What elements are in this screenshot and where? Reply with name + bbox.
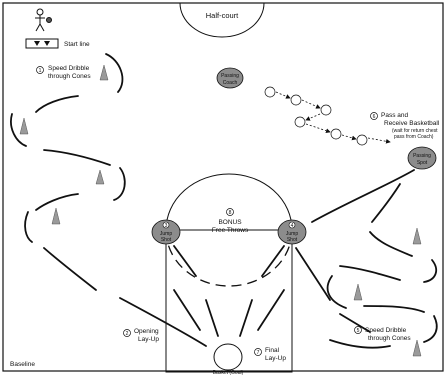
svg-text:Jump: Jump	[286, 231, 298, 237]
svg-text:Lay-Up: Lay-Up	[138, 336, 159, 343]
svg-text:2: 2	[126, 331, 129, 337]
basketball-icon	[320, 104, 332, 116]
court-boundary	[2, 2, 444, 372]
cone-icon	[51, 207, 61, 225]
cones-right	[353, 227, 422, 357]
cone-icon	[95, 169, 105, 185]
station-6: 6 Pass and Receive Basketball (wait for …	[370, 112, 440, 140]
baseline-label: Baseline	[10, 361, 35, 368]
svg-text:Speed Dribble: Speed Dribble	[365, 327, 407, 334]
svg-text:Passing: Passing	[413, 153, 431, 159]
free-throw-arc	[165, 173, 293, 231]
svg-text:Receive Basketball: Receive Basketball	[384, 120, 440, 127]
cone-icon	[99, 64, 109, 81]
svg-text:Shot: Shot	[287, 237, 298, 243]
cone-icon	[412, 227, 422, 245]
station-2: 2 Opening Lay-Up	[123, 328, 159, 343]
svg-text:8: 8	[229, 210, 232, 216]
svg-text:through Cones: through Cones	[48, 73, 91, 80]
svg-text:1: 1	[39, 68, 42, 74]
station-7: 7 Final Lay-Up	[254, 347, 286, 362]
svg-text:Pass and: Pass and	[381, 112, 408, 119]
player-icon	[35, 8, 52, 32]
svg-text:Shot: Shot	[161, 237, 172, 243]
svg-text:pass from Coach): pass from Coach)	[394, 134, 434, 140]
svg-text:Jump: Jump	[160, 231, 172, 237]
svg-text:Passing: Passing	[221, 73, 239, 79]
center-circle	[179, 2, 265, 38]
svg-text:Opening: Opening	[134, 328, 159, 335]
svg-text:6: 6	[373, 114, 376, 120]
start-line-box	[25, 38, 59, 49]
dribble-path-left	[10, 53, 207, 347]
start-marker-icon	[34, 41, 50, 46]
cone-icon	[353, 283, 363, 301]
svg-text:through Cones: through Cones	[368, 335, 411, 342]
cones-left	[19, 64, 109, 225]
svg-text:Free Throws: Free Throws	[212, 227, 249, 234]
svg-text:3: 3	[165, 223, 168, 229]
svg-text:Spot: Spot	[417, 160, 428, 166]
station-4-jump-shot: 4 Jump Shot	[277, 219, 307, 245]
half-court-label: Half-court	[206, 11, 239, 20]
passing-coach-spot: Passing Coach	[216, 67, 244, 89]
basketball-icon	[290, 94, 302, 106]
station-8: 8 BONUS Free Throws	[212, 208, 249, 234]
station-1: 1 Speed Dribble through Cones	[36, 65, 91, 80]
station-5: 5 Speed Dribble through Cones	[354, 326, 411, 342]
basketball-icon	[330, 128, 342, 140]
svg-text:5: 5	[357, 328, 360, 334]
basketball-icon	[294, 116, 306, 128]
svg-text:(wait for return chest: (wait for return chest	[392, 128, 438, 134]
dribble-path-right	[326, 183, 438, 349]
free-throw-arc-dashed	[165, 229, 293, 287]
cone-icon	[412, 339, 422, 357]
svg-text:7: 7	[257, 350, 260, 356]
basket-label: Basket (Goal)	[213, 370, 244, 376]
svg-text:4: 4	[291, 223, 294, 229]
station-3-jump-shot: 3 Jump Shot	[151, 219, 181, 245]
svg-text:Coach: Coach	[223, 80, 238, 86]
basketballs	[264, 86, 368, 146]
lane-movement-paths	[173, 245, 371, 337]
cone-icon	[19, 117, 29, 135]
key-lane	[165, 229, 293, 373]
basketball-icon	[264, 86, 276, 98]
pass-arrows	[275, 91, 391, 144]
basket-hoop	[213, 343, 243, 371]
path-to-jump-shot-4	[311, 169, 415, 223]
passing-spot: Passing Spot	[407, 146, 437, 170]
svg-text:Speed Dribble: Speed Dribble	[48, 65, 90, 72]
svg-text:BONUS: BONUS	[218, 219, 242, 226]
basketball-icon	[356, 134, 368, 146]
svg-text:Lay-Up: Lay-Up	[265, 355, 286, 362]
start-line-label: Start line	[64, 41, 90, 48]
svg-text:Final: Final	[265, 347, 280, 354]
